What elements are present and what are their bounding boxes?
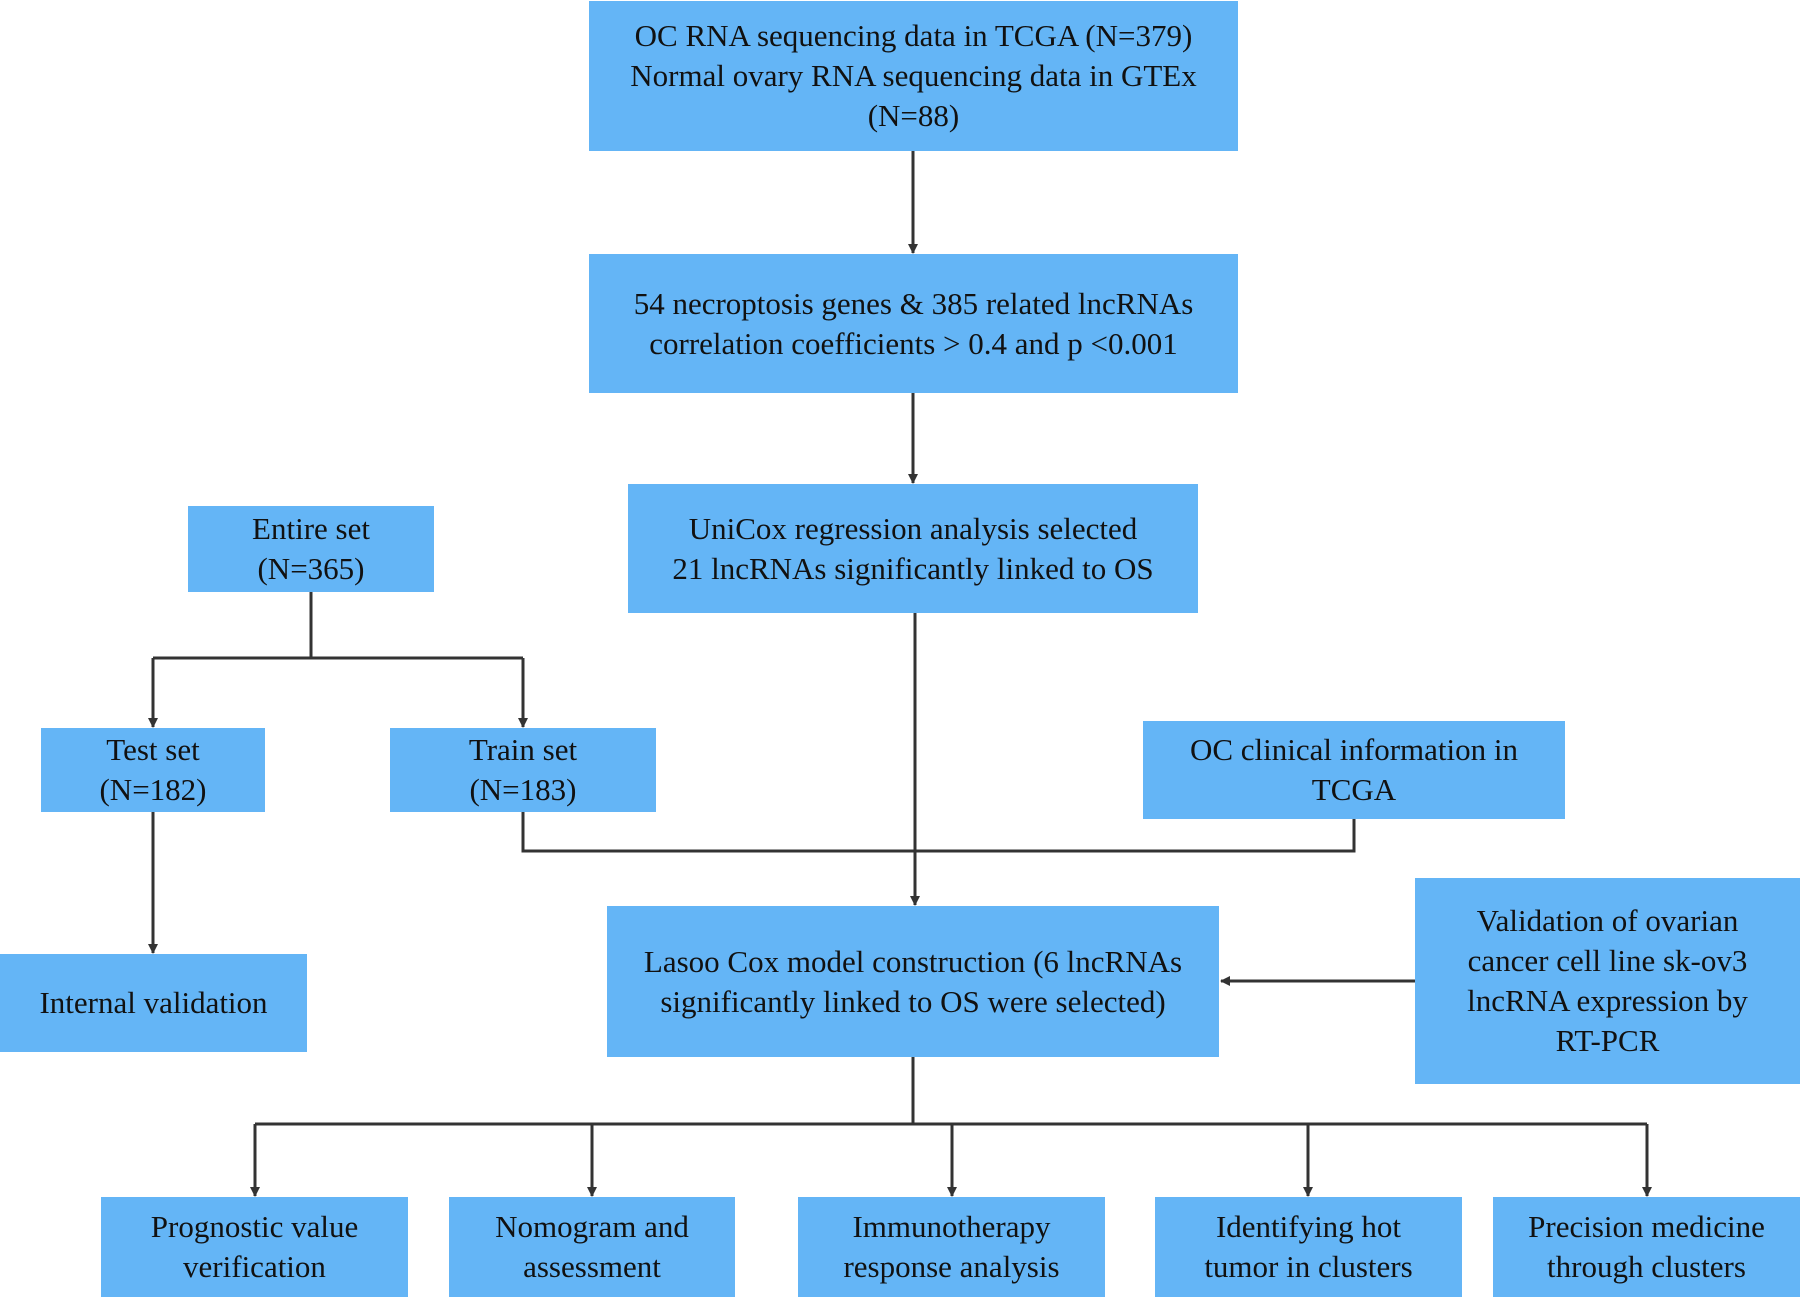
train-set-box: Train set (N=183) (390, 728, 656, 812)
prognostic-text: Prognostic value verification (150, 1209, 359, 1284)
unicox-text: UniCox regression analysis selected 21 l… (672, 510, 1154, 586)
connector-train-clinical (521, 812, 1356, 853)
gene-filter-box: 54 necroptosis genes & 385 related lncRN… (589, 254, 1238, 393)
rtpcr-validation-text: Validation of ovarian cancer cell line s… (1467, 903, 1748, 1058)
train-set-text: Train set (N=183) (468, 732, 578, 807)
entire-set-text: Entire set (N=365) (252, 511, 370, 586)
gene-filter-text: 54 necroptosis genes & 385 related lncRN… (633, 285, 1194, 361)
lasso-cox-box: Lasoo Cox model construction (6 lncRNAs … (607, 906, 1219, 1057)
nomogram-text: Nomogram and assessment (495, 1209, 689, 1284)
clinical-info-text: OC clinical information in TCGA (1189, 732, 1518, 807)
data-sources-text: OC RNA sequencing data in TCGA (N=379) N… (630, 18, 1197, 133)
hot-tumor-box: Identifying hot tumor in clusters (1155, 1197, 1462, 1297)
precision-text: Precision medicine through clusters (1528, 1209, 1765, 1284)
immunotherapy-box: Immunotherapy response analysis (798, 1197, 1105, 1297)
clinical-info-box: OC clinical information in TCGA (1143, 721, 1565, 819)
precision-box: Precision medicine through clusters (1493, 1197, 1800, 1297)
hot-tumor-text: Identifying hot tumor in clusters (1204, 1209, 1413, 1284)
test-set-box: Test set (N=182) (41, 728, 265, 812)
internal-validation-text: Internal validation (39, 985, 268, 1020)
unicox-box: UniCox regression analysis selected 21 l… (628, 484, 1198, 613)
immunotherapy-text: Immunotherapy response analysis (843, 1209, 1060, 1284)
test-set-text: Test set (N=182) (99, 732, 207, 807)
entire-set-box: Entire set (N=365) (188, 506, 434, 592)
prognostic-box: Prognostic value verification (101, 1197, 408, 1297)
nomogram-box: Nomogram and assessment (449, 1197, 735, 1297)
lasso-cox-text: Lasoo Cox model construction (6 lncRNAs … (643, 943, 1183, 1019)
data-sources-box: OC RNA sequencing data in TCGA (N=379) N… (589, 1, 1238, 151)
rtpcr-validation-box: Validation of ovarian cancer cell line s… (1415, 878, 1800, 1084)
internal-validation-box: Internal validation (0, 954, 307, 1052)
